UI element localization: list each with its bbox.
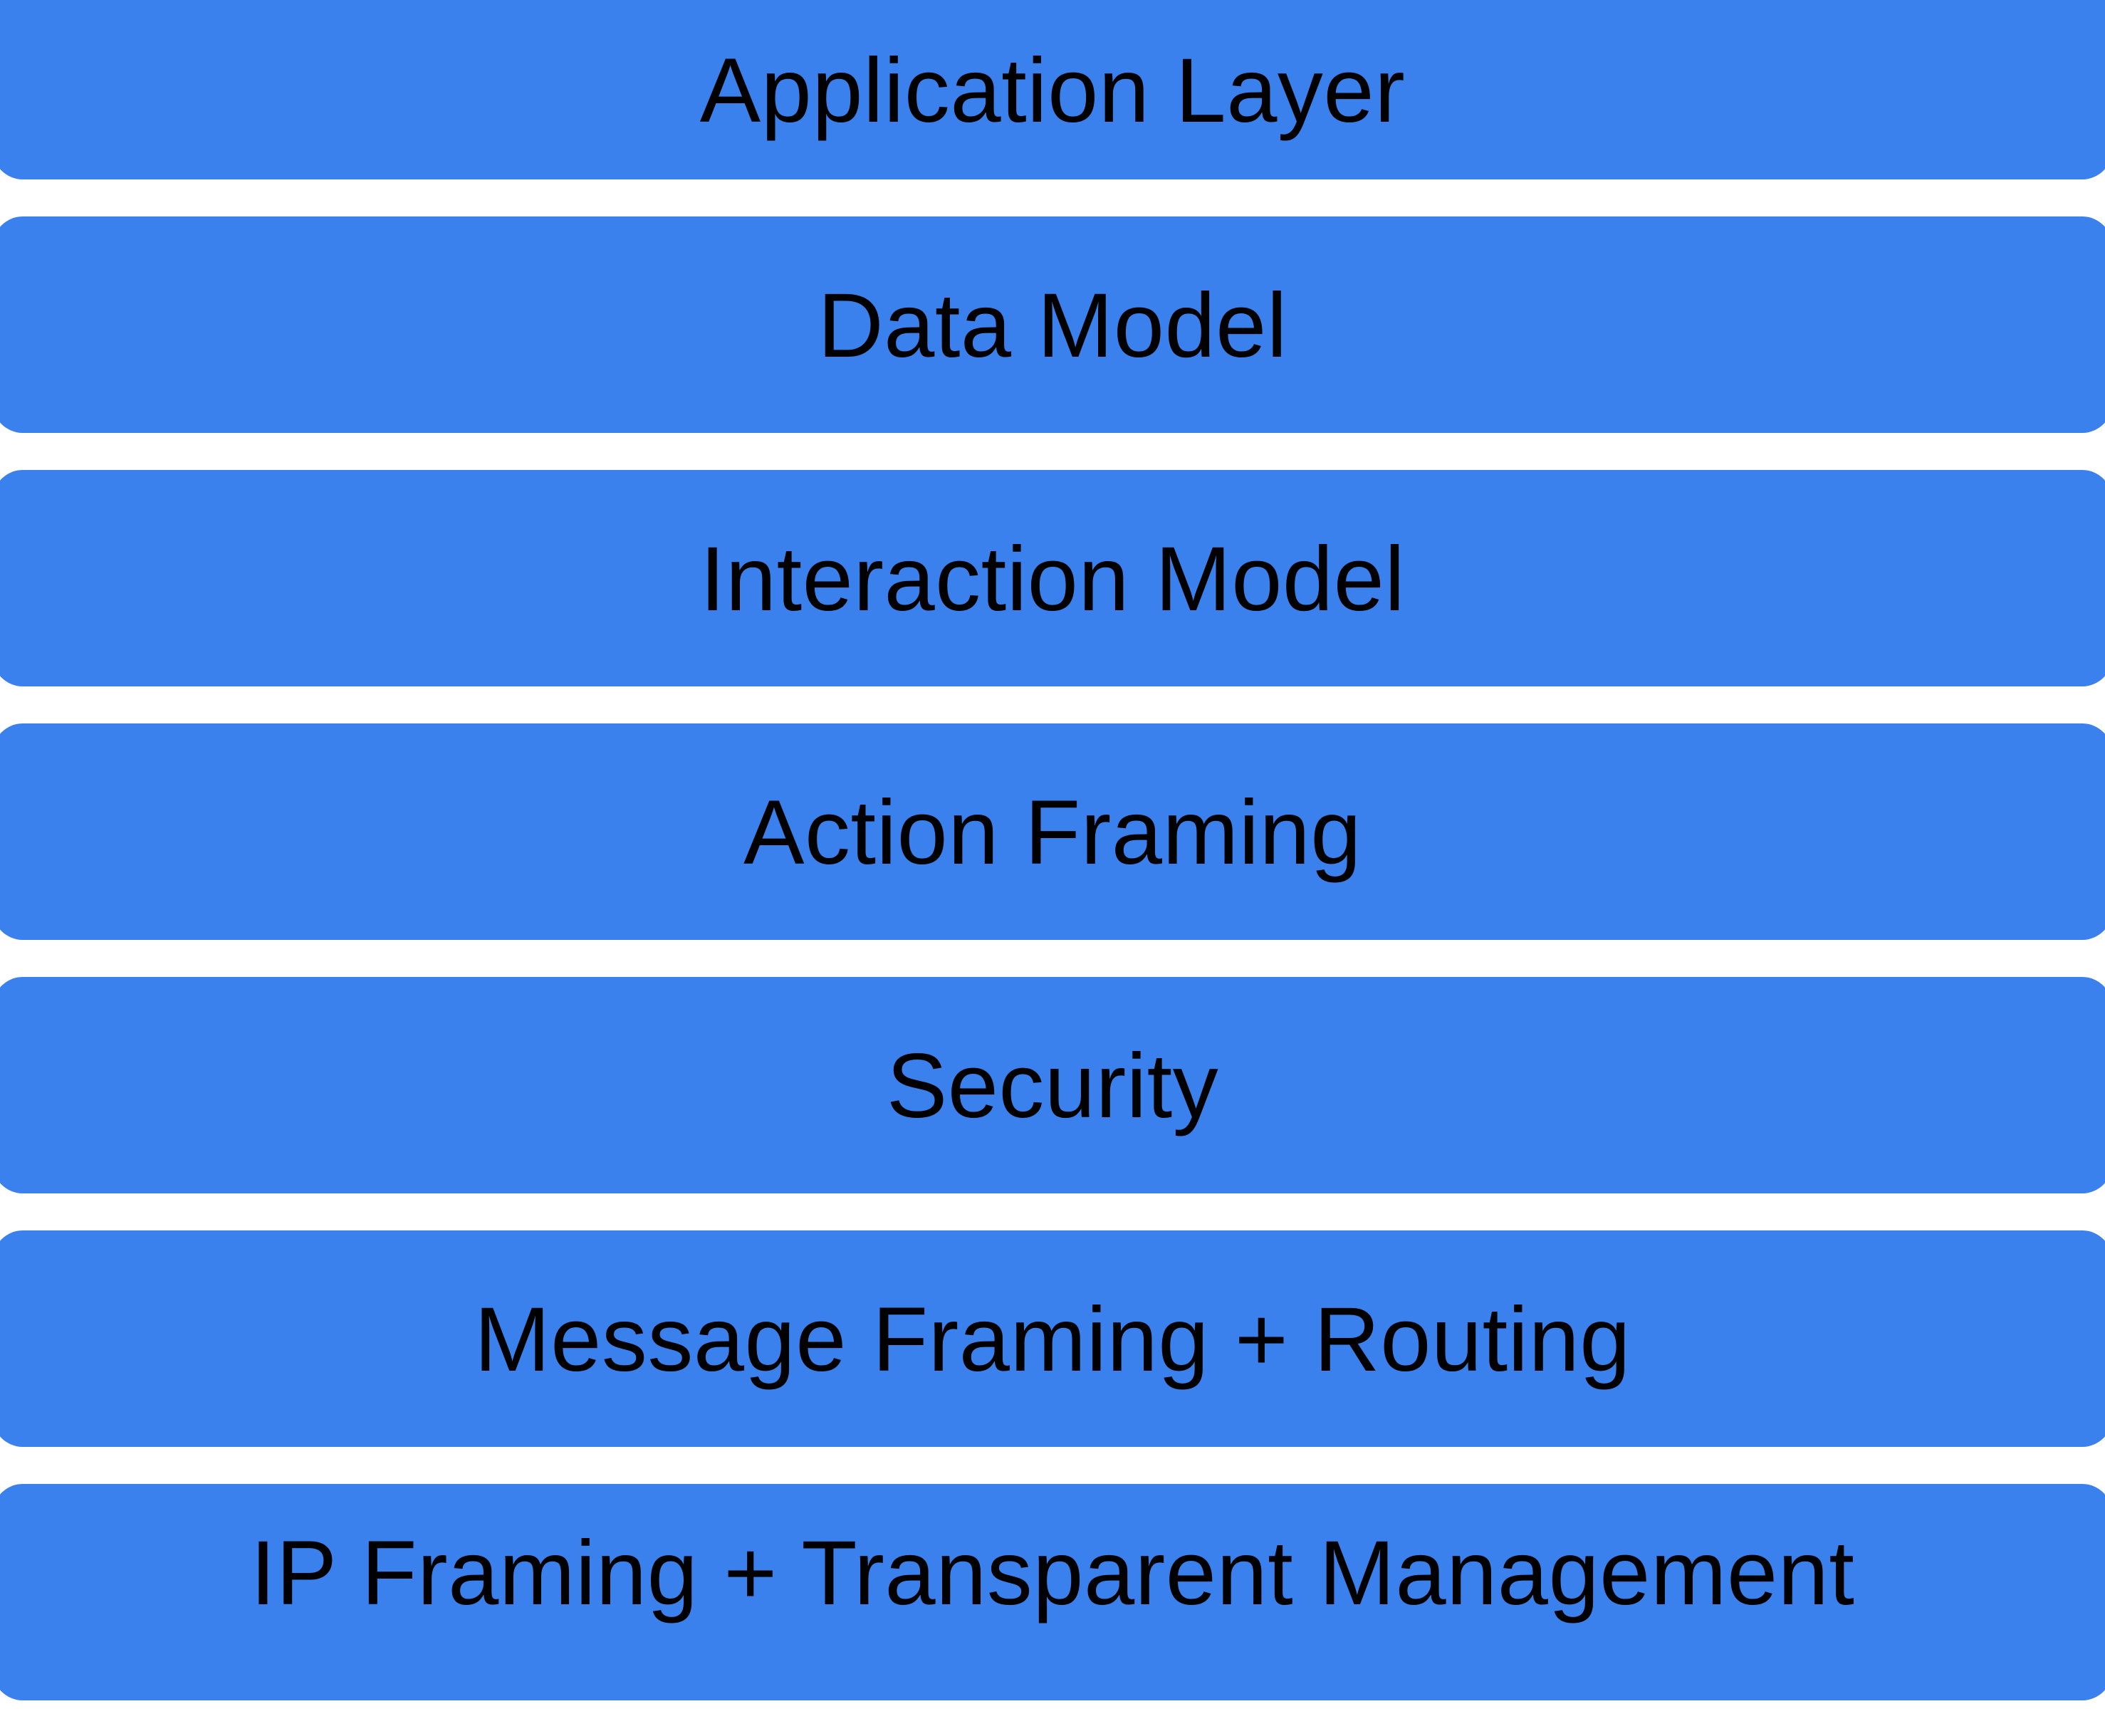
layer-bar-security[interactable]: Security [0, 977, 2105, 1193]
layer-bar-interaction-model[interactable]: Interaction Model [0, 470, 2105, 686]
layer-label-data-model: Data Model [818, 275, 1287, 377]
layer-label-security: Security [886, 1035, 1219, 1137]
layer-bar-application-layer[interactable]: Application Layer [0, 0, 2105, 179]
layer-label-action-framing: Action Framing [743, 782, 1362, 884]
layer-label-ip-framing-transparent-management: IP Framing + Transparent Management [250, 1522, 1855, 1624]
layer-bar-message-framing-routing[interactable]: Message Framing + Routing [0, 1230, 2105, 1447]
layer-bar-action-framing[interactable]: Action Framing [0, 723, 2105, 940]
layer-label-application-layer: Application Layer [699, 40, 1406, 142]
layer-column: Application Layer Data Model Interaction… [0, 0, 2105, 1700]
layer-label-message-framing-routing: Message Framing + Routing [474, 1289, 1631, 1391]
layer-label-interaction-model: Interaction Model [699, 528, 1406, 630]
layer-bar-ip-framing-transparent-management[interactable]: IP Framing + Transparent Management [0, 1484, 2105, 1700]
layer-bar-data-model[interactable]: Data Model [0, 216, 2105, 433]
